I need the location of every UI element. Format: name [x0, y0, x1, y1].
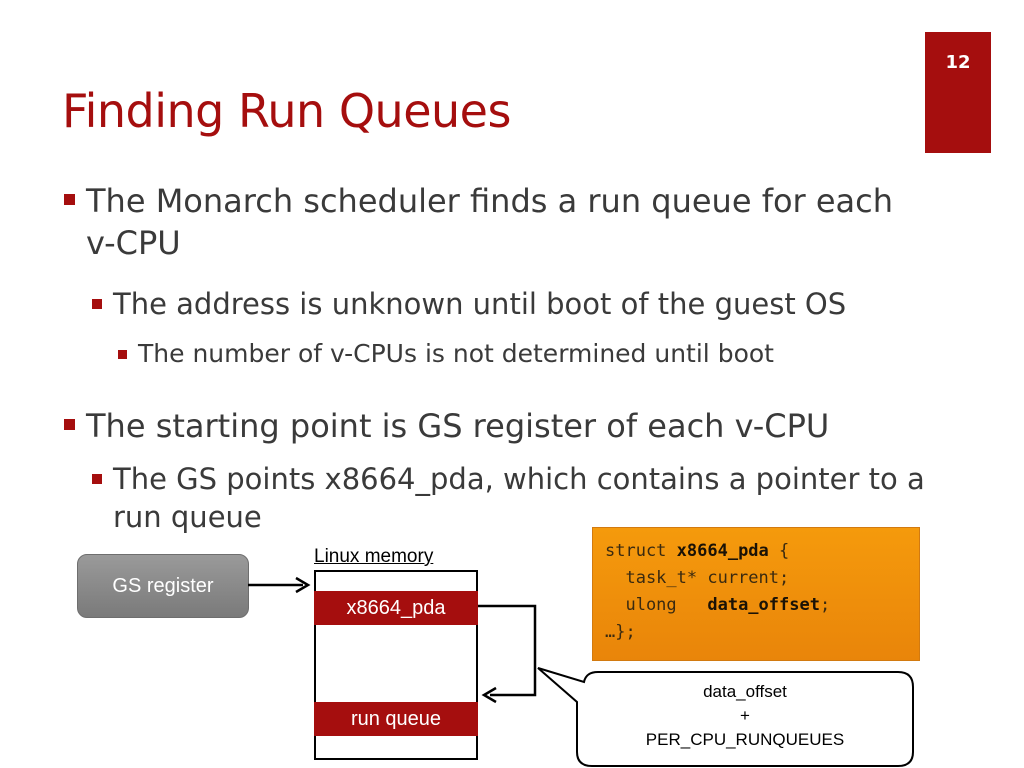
run-queue-cell: run queue: [314, 702, 478, 736]
gs-register-box: GS register: [77, 554, 249, 618]
pda-to-runqueue-connector: [478, 604, 537, 697]
bullet-text: The starting point is GS register of eac…: [86, 407, 830, 445]
bullet-level1: The starting point is GS register of eac…: [64, 405, 894, 447]
code-keyword: struct: [605, 541, 677, 561]
code-struct-name: x8664_pda: [676, 541, 769, 561]
bullet-text: The number of v-CPUs is not determined u…: [138, 339, 774, 368]
bullet-square-icon: [64, 419, 75, 430]
code-semicolon: ;: [819, 595, 831, 615]
bullet-text: The Monarch scheduler finds a run queue …: [86, 182, 894, 262]
gs-arrow-head-icon: [295, 576, 311, 594]
slide-number: 12: [945, 52, 971, 73]
code-line-current: task_t* current;: [605, 568, 790, 588]
bullet-text: The GS points x8664_pda, which contains …: [113, 462, 925, 534]
slide-number-tab: 12: [925, 32, 991, 153]
runqueue-arrow-head-icon: [481, 686, 497, 704]
code-line-ulong: ulong: [605, 595, 708, 615]
bullet-level3: The number of v-CPUs is not determined u…: [118, 338, 968, 370]
bullet-square-icon: [64, 194, 75, 205]
callout-line-plus: +: [740, 706, 750, 725]
code-line-end: …};: [605, 622, 636, 642]
bullet-level1: The Monarch scheduler finds a run queue …: [64, 180, 894, 264]
code-brace: {: [768, 541, 790, 561]
bullet-square-icon: [92, 299, 102, 309]
linux-memory-label: Linux memory: [314, 546, 434, 567]
struct-code-box: struct x8664_pda { task_t* current; ulon…: [592, 527, 920, 661]
bullet-level2: The GS points x8664_pda, which contains …: [92, 460, 962, 536]
callout-text: data_offset + PER_CPU_RUNQUEUES: [578, 680, 912, 752]
bullet-level2: The address is unknown until boot of the…: [92, 285, 972, 323]
bullet-square-icon: [92, 474, 102, 484]
code-data-offset: data_offset: [707, 595, 820, 615]
callout-line-data-offset: data_offset: [703, 682, 787, 701]
bullet-square-icon: [118, 350, 127, 359]
callout-bubble: [537, 667, 914, 767]
x8664-pda-cell: x8664_pda: [314, 591, 478, 625]
slide-title: Finding Run Queues: [62, 84, 511, 138]
callout-line-per-cpu: PER_CPU_RUNQUEUES: [645, 730, 845, 749]
bullet-text: The address is unknown until boot of the…: [113, 287, 847, 321]
